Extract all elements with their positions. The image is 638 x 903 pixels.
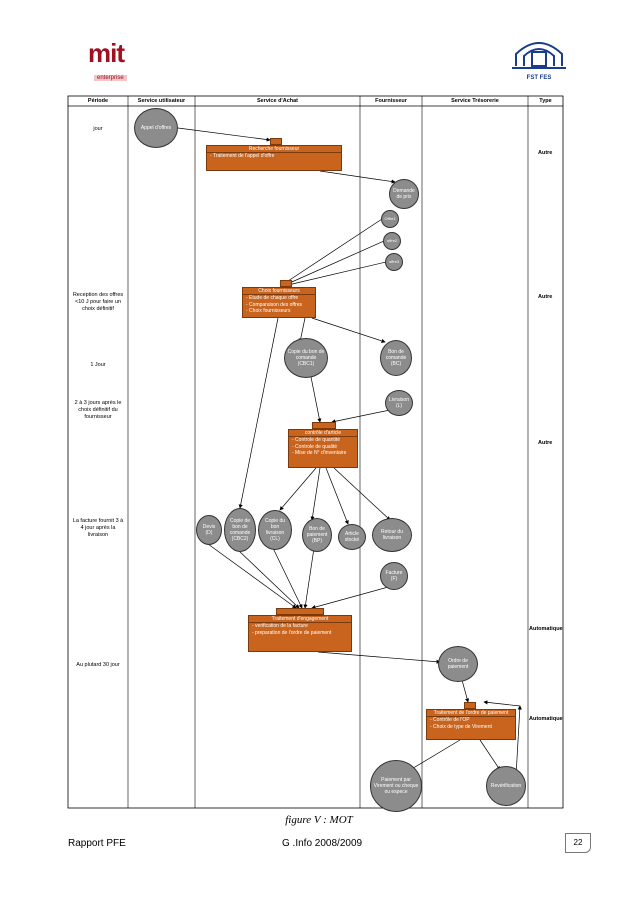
box2-line-2: - Comparaison des offres	[246, 301, 303, 308]
box3-line-1: - Controle de quantité	[292, 437, 341, 444]
node-demande-prix: Demande de prix	[389, 179, 419, 209]
node-copie-bc1: Copie du bon de comande (CBC1)	[284, 338, 328, 378]
node-paiement: Paiement par Virement ou cheque ou espec…	[370, 760, 422, 812]
box4-title: Traitement d'engagement	[249, 616, 351, 624]
node-offre1: Offre1	[381, 210, 399, 228]
process-traitement-ordre-paiement: Traitement de l'ordre de paiement - Cont…	[426, 709, 516, 740]
node-offre2: offre2	[383, 232, 401, 250]
mit-logo-text: mit	[88, 38, 125, 68]
node-appel-offres: Appel d'offres	[134, 108, 178, 148]
figure-caption: figure V : MOT	[285, 814, 353, 826]
period-4: 2 à 3 jours après le choix définitif du …	[74, 400, 122, 420]
box5-line-2: - Choix de type de Virement	[430, 723, 492, 730]
process-choix-fournisseurs: Choix fournisseurs - Etude de chaque off…	[242, 287, 316, 318]
process-recherche-fournisseur: Recherche fournisseur - Traitement de l'…	[206, 145, 342, 171]
node-ordre-paiement: Ordre de paiement	[438, 646, 478, 682]
box4-tab	[276, 608, 324, 615]
box4-line-1: - verification de la facture	[252, 623, 308, 630]
period-6: Au plutard 30 jour	[76, 662, 120, 668]
header-service-utilisateur: Service utilisateur	[137, 98, 186, 104]
box2-line-1: - Etude de chaque offre	[246, 295, 299, 302]
box5-line-1: - Contrôle de l'OP	[430, 717, 470, 724]
header-service-achat: Service d'Achat	[256, 98, 299, 104]
node-article-stocke: Article stocké	[338, 524, 366, 550]
header-periode: Période	[87, 98, 109, 104]
period-1: jour	[93, 126, 103, 132]
fst-emblem-icon	[512, 42, 566, 69]
node-offre3: offre3	[385, 253, 403, 271]
type-3: Autre	[538, 440, 553, 446]
node-bon-commande: Bon de comande (BC)	[380, 340, 412, 376]
node-retour-livraison: Retour du livraison	[372, 518, 412, 552]
box3-title: contrôle d'article	[289, 430, 357, 438]
node-devis: Devis (D)	[196, 515, 222, 545]
mit-logo-sub: enterprise	[94, 75, 127, 81]
fst-logo: FST FES	[512, 38, 566, 81]
process-controle-article: contrôle d'article - Controle de quantit…	[288, 429, 358, 468]
period-2: Reception des offres <10 J pour faire un…	[72, 292, 124, 312]
footer-center: G .Info 2008/2009	[282, 838, 363, 849]
box2-line-3: - Choix fournisseurs	[246, 307, 291, 314]
type-5: Automatique	[529, 716, 563, 722]
type-4: Automatique	[529, 626, 563, 632]
node-bon-paiement: Bon de paiement (BP)	[302, 518, 332, 552]
footer-left: Rapport PFE	[68, 838, 126, 849]
node-livraison: Livraison (L)	[385, 390, 413, 416]
box5-title: Traitement de l'ordre de paiement	[427, 710, 515, 718]
box1-line-1: - Traitement de l'appel d'offre	[210, 153, 275, 160]
header-type: Type	[539, 98, 552, 104]
header-fournisseur: Fournisseur	[375, 98, 407, 104]
box2-title: Choix fournisseurs	[243, 288, 315, 296]
node-facture: Facture (F)	[380, 562, 408, 590]
box1-title: Recherche fournisseur	[207, 146, 341, 154]
header-service-tresorerie: Service Trésorerie	[451, 98, 499, 104]
type-2: Autre	[538, 294, 553, 300]
box4-line-2: - preparation de l'ordre de paiement	[252, 629, 332, 636]
type-1: Autre	[538, 150, 553, 156]
node-reverification: Revérification	[486, 766, 526, 806]
mit-logo: mit enterprise	[88, 38, 148, 81]
box5-tab	[464, 702, 476, 709]
process-traitement-engagement: Traitement d'engagement - verification d…	[248, 615, 352, 652]
node-copie-bon-livraison: Copie du bon livraison (CL)	[258, 510, 292, 550]
box3-tab	[312, 422, 336, 429]
box3-line-2: - Controle de qualité	[292, 443, 338, 450]
period-5: La facture fournit 3 à 4 jour après la l…	[72, 518, 124, 538]
page-number: 22	[565, 833, 591, 853]
period-3: 1 Jour	[90, 362, 106, 368]
fst-logo-text: FST FES	[526, 75, 552, 81]
box3-line-3: - Mise de N° d'inventaire	[292, 449, 347, 456]
node-copie-bc2: Copie de bon de comande (CBC2)	[224, 508, 256, 552]
box1-tab	[270, 138, 282, 145]
box2-tab	[280, 280, 292, 287]
